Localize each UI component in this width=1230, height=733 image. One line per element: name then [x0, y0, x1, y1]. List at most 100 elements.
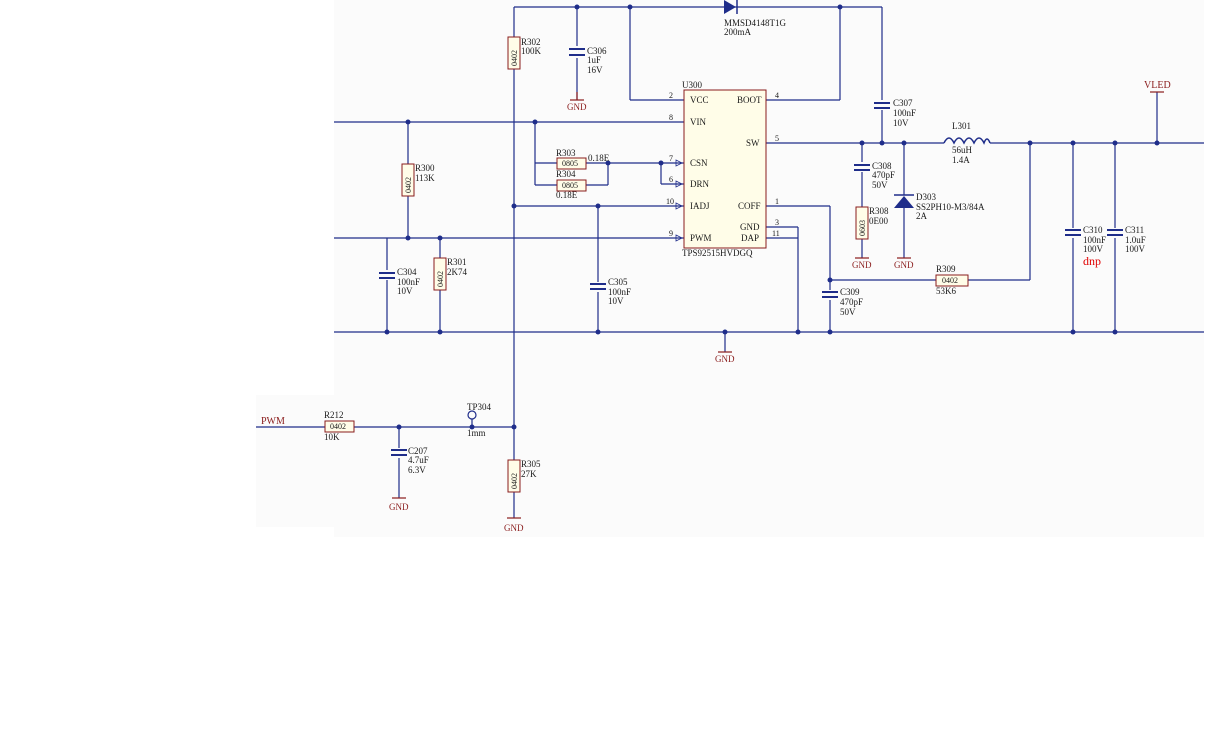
- net-vled[interactable]: VLED: [1144, 80, 1171, 93]
- resistor-r301[interactable]: 0402 R301 2K74: [433, 257, 467, 291]
- sheet-area-main: [334, 0, 1204, 537]
- resistor-r305[interactable]: 0402 R305 27K: [507, 459, 541, 493]
- d303-ref: D303: [916, 192, 936, 202]
- r300-pkg: 0402: [404, 177, 413, 193]
- pin-num-sw: 5: [775, 134, 779, 143]
- pwm-arrow-icon: [675, 234, 683, 242]
- r305-ref: R305: [521, 459, 541, 469]
- r309-pkg: 0402: [942, 276, 958, 285]
- capacitor-c309[interactable]: C309 470pF 50V: [822, 287, 863, 317]
- c308-rating: 50V: [872, 180, 888, 190]
- r300-value: 113K: [415, 173, 435, 183]
- c306-ref: C306: [587, 46, 607, 56]
- pin-num-iadj: 10: [666, 197, 674, 206]
- c309-ref: C309: [840, 287, 860, 297]
- d-top-ref: MMSD4148T1G: [724, 18, 787, 28]
- c307-ref: C307: [893, 98, 913, 108]
- inductor-l301[interactable]: L301 56uH 1.4A: [943, 121, 991, 165]
- gnd-symbol-r308: GND: [852, 257, 872, 270]
- pin-num-coff: 1: [775, 197, 779, 206]
- r301-ref: R301: [447, 257, 467, 267]
- ic-u300[interactable]: U300 TPS92515HVDGQ VCC VIN CSN DRN IADJ …: [666, 80, 780, 258]
- capacitor-c306[interactable]: C306 1uF 16V: [569, 46, 607, 75]
- r308-pkg: 0603: [858, 220, 867, 236]
- r309-value: 53K6: [936, 286, 956, 296]
- pin-name-csn: CSN: [690, 158, 708, 168]
- c306-value: 1uF: [587, 55, 601, 65]
- capacitor-c305[interactable]: C305 100nF 10V: [590, 277, 631, 306]
- c207-ref: C207: [408, 446, 428, 456]
- c306-rating: 16V: [587, 65, 603, 75]
- csn-arrow-icon: [675, 159, 683, 167]
- r212-pkg: 0402: [330, 422, 346, 431]
- capacitor-c304[interactable]: C304 100nF 10V: [379, 267, 420, 296]
- wires: [256, 6, 1204, 518]
- resistor-r309[interactable]: R309 0402 53K6: [935, 264, 969, 296]
- pin-num-vin: 8: [669, 113, 673, 122]
- c311-ref: C311: [1125, 225, 1144, 235]
- r309-ref: R309: [936, 264, 956, 274]
- pin-num-pwm: 9: [669, 229, 673, 238]
- pin-name-pwm: PWM: [690, 233, 712, 243]
- r302-pkg: 0402: [510, 50, 519, 66]
- r303-pkg: 0805: [562, 159, 578, 168]
- ic-ref: U300: [682, 80, 702, 90]
- diode-d303[interactable]: D303 SS2PH10-M3/84A 2A: [894, 192, 985, 221]
- gnd-label-main: GND: [715, 354, 735, 364]
- resistor-r308[interactable]: 0603 R308 0E00: [855, 206, 889, 240]
- resistor-r300[interactable]: 0402 R300 113K: [401, 163, 435, 197]
- pin-num-drn: 6: [669, 175, 673, 184]
- l301-value: 56uH: [952, 145, 973, 155]
- c311-value: 1.0uF: [1125, 235, 1146, 245]
- r303-ref: R303: [556, 148, 576, 158]
- pin-name-drn: DRN: [690, 179, 710, 189]
- resistor-r212[interactable]: R212 0402 10K: [324, 410, 355, 442]
- testpoint-tp304[interactable]: TP304 1mm: [467, 402, 492, 438]
- capacitor-c310[interactable]: C310 100nF 100V dnp: [1065, 225, 1106, 268]
- capacitor-c307[interactable]: C307 100nF 10V: [874, 98, 916, 128]
- c310-rating: 100V: [1083, 244, 1104, 254]
- net-pwm-input[interactable]: PWM: [261, 416, 285, 427]
- gnd-symbol-c207: GND: [389, 497, 409, 512]
- gnd-label-r308: GND: [852, 260, 872, 270]
- pin-num-gnd: 3: [775, 218, 779, 227]
- c310-ref: C310: [1083, 225, 1103, 235]
- resistor-r302[interactable]: 0402 R302 100K: [507, 36, 542, 70]
- gnd-symbol-main: GND: [715, 351, 735, 364]
- resistor-r303[interactable]: R303 0805 0.18E: [556, 148, 610, 170]
- gnd-symbol-c306: GND: [567, 92, 587, 112]
- c307-value: 100nF: [893, 108, 916, 118]
- c304-value: 100nF: [397, 277, 420, 287]
- gnd-symbol-d303: GND: [894, 257, 914, 270]
- gnd-label-c306: GND: [567, 102, 587, 112]
- c305-value: 100nF: [608, 287, 631, 297]
- resistor-r304[interactable]: R304 0805 0.18E: [556, 169, 587, 200]
- gnd-symbol-r305: GND: [504, 517, 524, 533]
- sheet-area-pwm: [256, 395, 334, 527]
- pin-num-vcc: 2: [669, 91, 673, 100]
- c305-ref: C305: [608, 277, 628, 287]
- d-top-value: 200mA: [724, 27, 752, 37]
- capacitor-c207[interactable]: C207 4.7uF 6.3V: [391, 446, 429, 475]
- d303-rating: 2A: [916, 211, 928, 221]
- r303-value: 0.18E: [588, 153, 610, 163]
- pin-name-boot: BOOT: [737, 95, 762, 105]
- l301-ref: L301: [952, 121, 971, 131]
- c307-rating: 10V: [893, 118, 909, 128]
- c207-value: 4.7uF: [408, 455, 429, 465]
- capacitor-c311[interactable]: C311 1.0uF 100V: [1107, 225, 1146, 254]
- vled-label: VLED: [1144, 80, 1171, 91]
- r308-ref: R308: [869, 206, 889, 216]
- ic-part: TPS92515HVDGQ: [682, 248, 753, 258]
- diode-mmsd4148[interactable]: MMSD4148T1G 200mA: [724, 0, 787, 37]
- pin-name-dap: DAP: [741, 233, 759, 243]
- gnd-label-c207: GND: [389, 502, 409, 512]
- r304-ref: R304: [556, 169, 576, 179]
- capacitor-c308[interactable]: C308 470pF 50V: [854, 161, 895, 190]
- tp304-ref: TP304: [467, 402, 492, 412]
- r305-pkg: 0402: [510, 473, 519, 489]
- c304-rating: 10V: [397, 286, 413, 296]
- pin-num-csn: 7: [669, 154, 673, 163]
- ic-body: [683, 89, 767, 249]
